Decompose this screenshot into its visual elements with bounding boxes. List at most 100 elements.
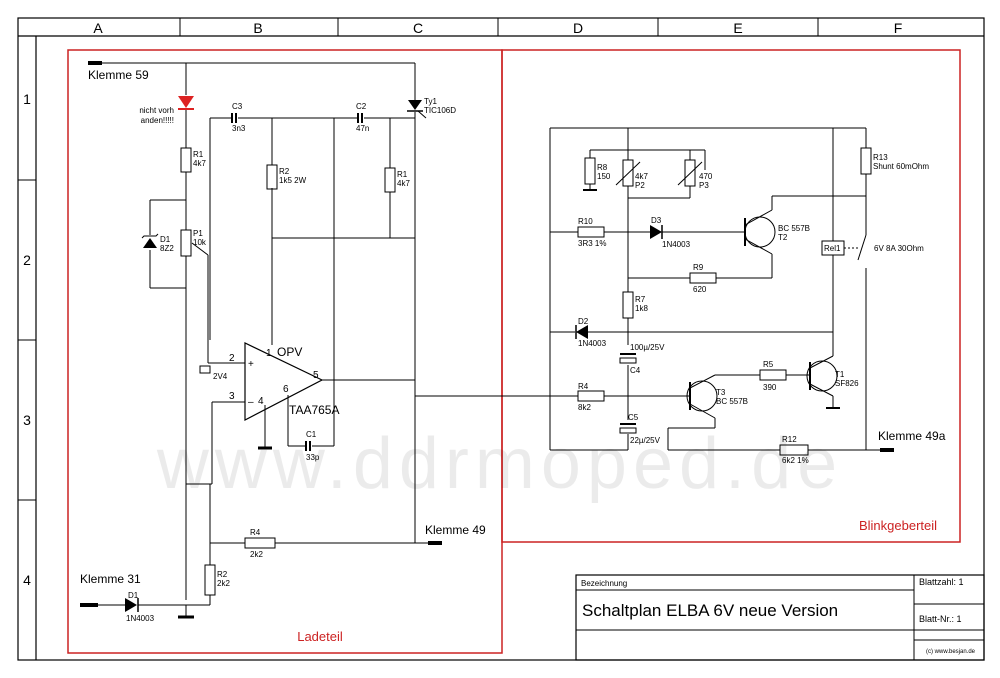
label-klemme-49: Klemme 49 [425,523,486,537]
value-r1: 4k7 [193,159,206,168]
label-rel1: Rel1 [824,244,841,253]
label-opv: OPV [277,345,302,359]
value-r12: 6k2 1% [782,456,809,465]
label-c5: C5 [628,413,639,422]
opv-pin-5: 5 [313,370,319,381]
value-r10: 3R3 1% [578,239,606,248]
note-2v4: 2V4 [213,372,228,381]
label-r12: R12 [782,435,797,444]
opv-plus: + [248,359,254,370]
value-r1-right: 4k7 [397,179,410,188]
capacitor-c4 [619,353,637,364]
label-taa765a: TAA765A [289,403,339,417]
transistor-t1 [806,360,838,392]
capacitor-c3 [231,112,237,124]
label-c4: C4 [630,366,641,375]
opamp-taa765a [244,342,324,421]
value-d1: 1N4003 [126,614,155,623]
resistor-r4-2k2 [244,537,276,549]
label-c1: C1 [306,430,317,439]
resistor-r13-shunt [860,147,872,175]
resistor-r5 [759,369,787,381]
label-t3: T3 [716,388,726,397]
diode-d1 [125,598,137,612]
thyristor-ty1 [408,100,422,110]
label-r9: R9 [693,263,704,272]
opv-minus: – [248,397,254,408]
titleblock-label: Bezeichnung [581,579,627,588]
label-r1: R1 [193,150,204,159]
label-r8: R8 [597,163,608,172]
sheet-frame [17,17,985,661]
resistor-r12 [779,444,809,456]
potentiometer-p2 [622,159,634,187]
blinkgeber-label: Blinkgeberteil [859,518,937,533]
resistor-r1-left [180,147,192,173]
value-t2: BC 557B [778,224,810,233]
value-r2-1k5: 1k5 2W [279,176,307,185]
value-r9: 620 [693,285,707,294]
value-p2: 4k7 [635,172,648,181]
grid-col-a: A [93,20,103,36]
opv-pin-2: 2 [229,353,235,364]
watermark: www.ddrmoped.de [156,424,843,504]
resistor-r4-8k2 [577,390,605,402]
label-d2: D2 [578,317,589,326]
grid-row-4: 4 [23,572,31,588]
value-c3: 3n3 [232,124,246,133]
value-r4-8k2: 8k2 [578,403,591,412]
value-r8: 150 [597,172,611,181]
grid-col-b: B [253,20,262,36]
value-r2-2k2: 2k2 [217,579,230,588]
grid-col-f: F [894,20,903,36]
grid-row-2: 2 [23,252,31,268]
label-r4-2k2: R4 [250,528,261,537]
grid-col-d: D [573,20,583,36]
capacitor-c2 [357,112,363,124]
value-c1: 33p [306,453,320,462]
grid-col-c: C [413,20,423,36]
value-p3: 470 [699,172,713,181]
value-ty1: TIC106D [424,106,456,115]
label-p1: P1 [193,229,203,238]
arrow-marker [199,365,211,374]
potentiometer-p1 [180,229,192,257]
transistor-t2 [744,216,776,248]
label-d1: D1 [128,591,139,600]
label-d1-zener: D1 [160,235,171,244]
value-rel1: 6V 8A 30Ohm [874,244,924,253]
led-not-present [178,96,194,108]
capacitor-c5 [619,423,637,434]
diode-d3 [650,225,662,239]
title-block [575,574,985,661]
resistor-r2-2k2 [204,564,216,596]
blinkgeber-border [501,49,961,543]
value-r5: 390 [763,383,777,392]
label-p3: P3 [699,181,709,190]
label-r7: R7 [635,295,646,304]
value-d3: 1N4003 [662,240,691,249]
label-p2: P2 [635,181,645,190]
grid-col-e: E [733,20,742,36]
value-r7: 1k8 [635,304,648,313]
value-p1: 10k [193,238,207,247]
titleblock-copyright: (c) www.besjan.de [926,649,976,655]
label-c3: C3 [232,102,243,111]
value-c4: 100µ/25V [630,343,665,352]
grid-labels: A B C D E F 1 2 3 4 [23,20,902,588]
resistor-r8 [584,157,596,185]
resistor-r10 [577,226,605,238]
resistor-r9 [689,272,717,284]
grid-row-1: 1 [23,91,31,107]
ladeteil-label: Ladeteil [297,629,343,644]
value-t1: SF826 [835,379,859,388]
label-klemme-49a: Klemme 49a [878,429,946,443]
relay-rel1 [821,240,845,256]
value-r13: Shunt 60mOhm [873,162,929,171]
titleblock-sheets: Blattzahl: 1 [919,577,964,587]
potentiometer-p3 [684,159,696,187]
label-r10: R10 [578,217,593,226]
label-r1-right: R1 [397,170,408,179]
